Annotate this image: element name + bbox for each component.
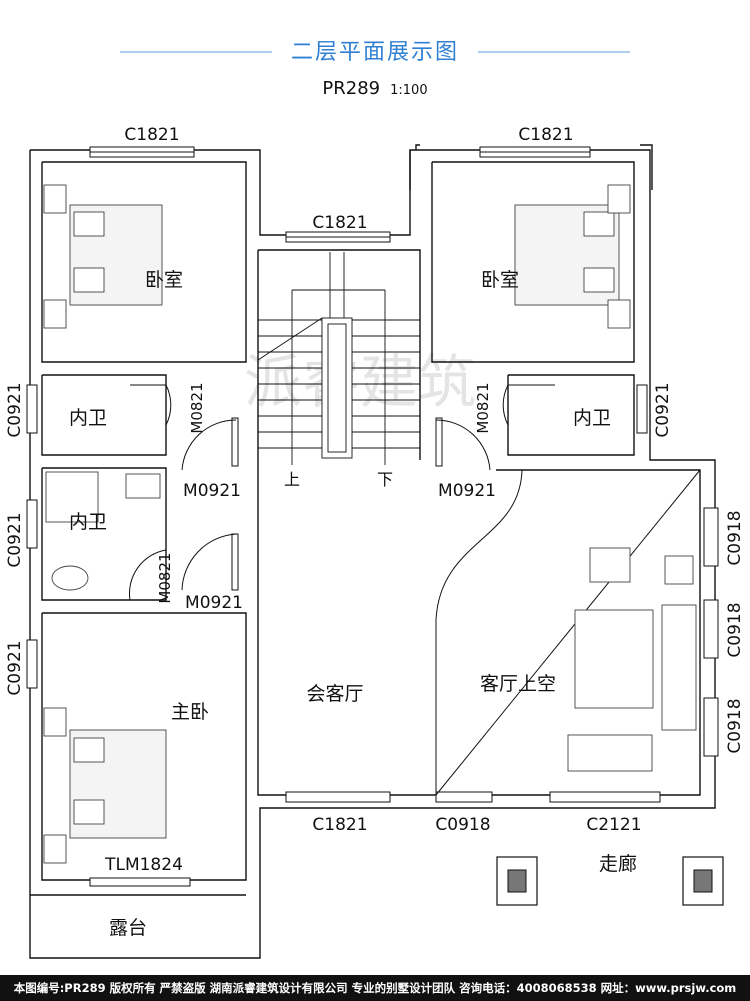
footer-bar: 本图编号:PR289 版权所有 严禁盗版 湖南派睿建筑设计有限公司 专业的别墅设… [0, 975, 750, 1001]
label-c0921-right: C0921 [653, 382, 673, 437]
plan-scale: 1:100 [390, 83, 428, 98]
label-c0921-left-2: C0921 [5, 512, 25, 567]
walls [29, 144, 716, 959]
page-title: 二层平面展示图 [290, 40, 459, 65]
room-bedroom-right: 卧室 [481, 269, 519, 291]
room-master-bedroom: 主卧 [171, 701, 209, 723]
label-stair-down: 下 [377, 470, 393, 489]
label-c0921-left-3: C0921 [5, 640, 25, 695]
room-bath-left-lower: 内卫 [69, 511, 107, 533]
label-m0821-left-2: M0821 [156, 552, 174, 603]
watermark: 派睿建筑 [244, 348, 476, 416]
label-c1821-top-left: C1821 [124, 125, 179, 145]
windows [26, 146, 719, 887]
label-c0918-right-2: C0918 [725, 602, 745, 657]
room-corridor: 走廊 [599, 853, 637, 875]
label-tlm1824: TLM1824 [104, 855, 183, 875]
opening-labels: C1821 C1821 C1821 C1821 C0918 C2121 TLM1… [5, 125, 745, 875]
label-c1821-top-right: C1821 [518, 125, 573, 145]
furniture [43, 184, 697, 864]
label-c0918-right-1: C0918 [725, 510, 745, 565]
label-c1821-stair: C1821 [312, 213, 367, 233]
room-bath-right: 内卫 [573, 407, 611, 429]
doors [129, 384, 701, 796]
label-m0921-right: M0921 [438, 481, 496, 501]
room-terrace: 露台 [109, 917, 147, 939]
room-bedroom-left: 卧室 [145, 269, 183, 291]
staircase [257, 252, 420, 465]
room-living-void: 客厅上空 [480, 673, 556, 695]
label-stair-up: 上 [284, 470, 300, 489]
room-bath-left-upper: 内卫 [69, 407, 107, 429]
label-c2121-bottom: C2121 [586, 815, 641, 835]
label-c0918-bottom: C0918 [435, 815, 490, 835]
label-c0921-left-1: C0921 [5, 382, 25, 437]
room-reception-hall: 会客厅 [306, 683, 363, 705]
plan-subtitle: PR289 1:100 [0, 78, 750, 99]
label-m0821-right: M0821 [474, 382, 492, 433]
plan-code: PR289 [322, 78, 381, 99]
label-c1821-bottom: C1821 [312, 815, 367, 835]
corridor-pillars [496, 856, 724, 906]
label-c0918-right-3: C0918 [725, 698, 745, 753]
label-m0821-left-1: M0821 [188, 382, 206, 433]
label-m0921-left-1: M0921 [183, 481, 241, 501]
label-m0921-left-2: M0921 [185, 593, 243, 613]
